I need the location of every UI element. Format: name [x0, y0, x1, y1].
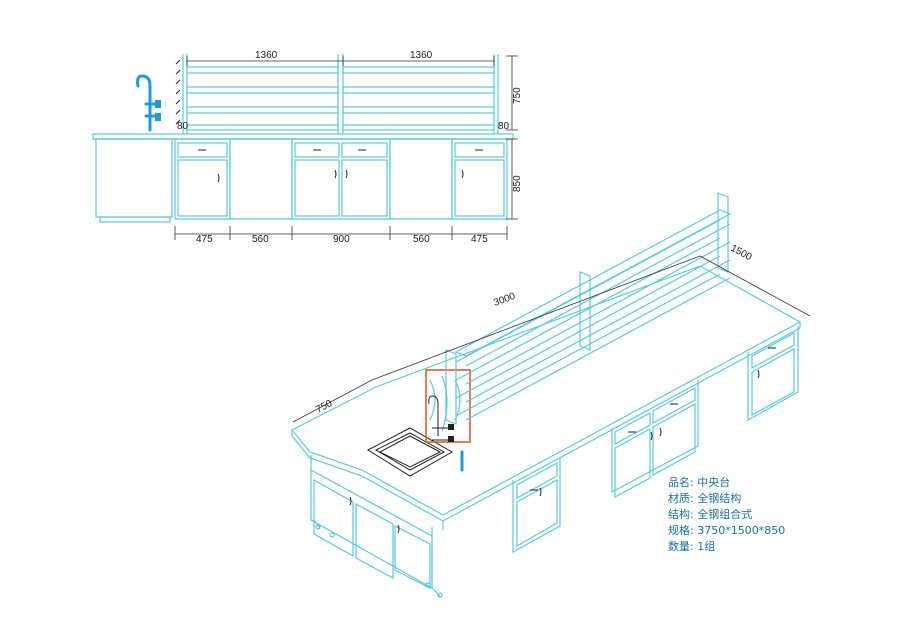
front-shelf — [175, 54, 499, 134]
dim-900: 900 — [333, 234, 350, 245]
front-side-dimensions: 750 850 80 80 — [177, 55, 523, 220]
dim-iso-1500: 1500 — [729, 243, 754, 263]
dim-80-right: 80 — [498, 121, 510, 132]
dim-560-left: 560 — [252, 234, 269, 245]
spec-material: 材质: 全钢结构 — [668, 491, 741, 505]
front-cabinets — [174, 138, 508, 220]
spec-size: 规格: 3750*1500*850 — [668, 523, 785, 537]
spec-structure: 结构: 全钢组合式 — [668, 507, 752, 521]
iso-side-cabinets — [512, 326, 799, 554]
iso-dimensions: 750 3000 1500 — [292, 243, 811, 423]
dim-750: 750 — [512, 87, 523, 104]
dim-1360-right: 1360 — [410, 50, 433, 61]
iso-sink — [366, 427, 454, 477]
dim-iso-750: 750 — [314, 398, 334, 416]
dim-475-right: 475 — [471, 234, 488, 245]
iso-faucet — [428, 395, 464, 472]
dim-475-left: 475 — [196, 234, 213, 245]
front-faucet — [136, 74, 161, 132]
front-elevation: 475 560 900 560 475 1360 1360 750 850 80… — [92, 50, 523, 245]
dim-560-right: 560 — [413, 234, 430, 245]
spec-quantity: 数量: 1组 — [668, 539, 715, 553]
iso-shelves — [445, 192, 732, 425]
spec-block: 品名: 中央台 材质: 全钢结构 结构: 全钢组合式 规格: 3750*1500… — [668, 475, 785, 553]
faucet-panel — [425, 369, 471, 443]
front-top-dimensions: 1360 1360 — [186, 50, 495, 66]
dim-80-left: 80 — [177, 121, 189, 132]
iso-front-cabinets — [310, 455, 443, 598]
iso-counter-top — [291, 265, 802, 516]
spec-name: 品名: 中央台 — [668, 475, 730, 489]
dim-iso-3000: 3000 — [492, 291, 517, 309]
front-bottom-dimensions: 475 560 900 560 475 — [174, 226, 508, 245]
isometric-view: 750 3000 1500 — [291, 192, 811, 598]
dim-1360-left: 1360 — [255, 50, 278, 61]
dim-850: 850 — [512, 175, 523, 192]
